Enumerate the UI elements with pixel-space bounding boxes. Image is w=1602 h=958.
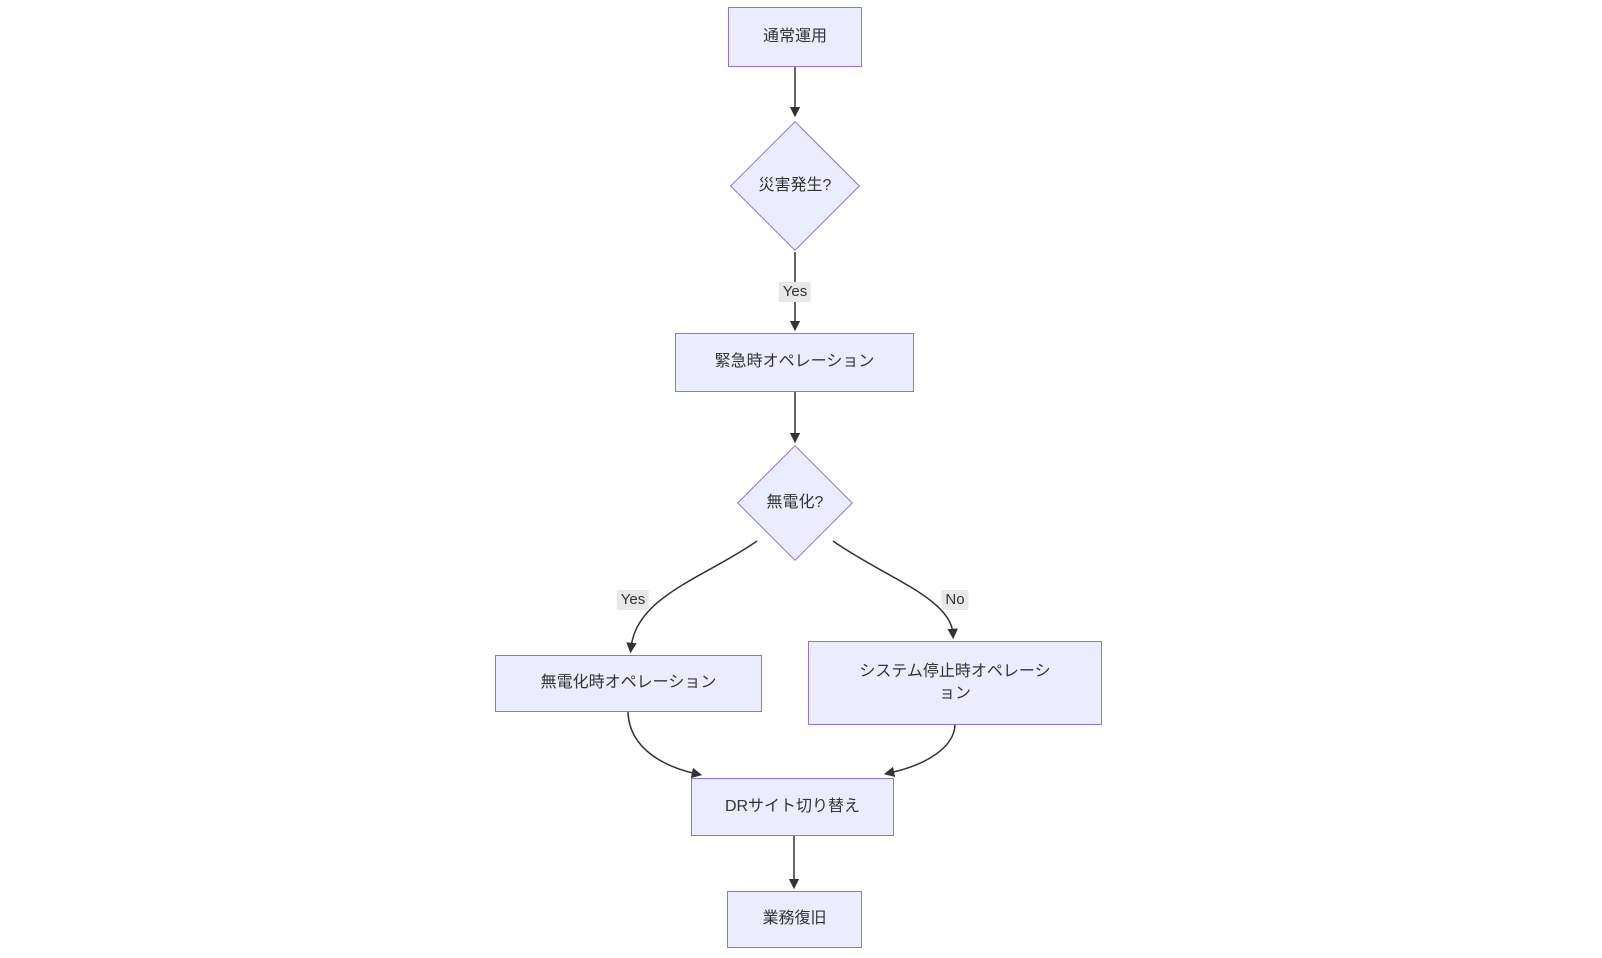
- node-nopower-operation: 無電化時オペレーション: [495, 655, 762, 712]
- node-business-recovery: 業務復旧: [727, 891, 862, 948]
- node-disaster-decision: 災害発生?: [729, 120, 861, 252]
- node-nopower-decision: 無電化?: [737, 445, 853, 561]
- edge-sysstop-ops-to-dr-switch: [883, 724, 956, 778]
- node-nopower-decision-label: 無電化?: [766, 493, 824, 511]
- node-normal-operation-label: 通常運用: [762, 27, 827, 45]
- node-emergency-operation-label: 緊急時オペレーション: [714, 353, 875, 371]
- node-nopower-operation-label: 無電化時オペレーション: [540, 674, 717, 692]
- node-emergency-operation: 緊急時オペレーション: [675, 333, 914, 392]
- node-normal-operation: 通常運用: [728, 7, 862, 67]
- node-system-stop-operation-label: システム停止時オペレーシ ョン: [859, 662, 1051, 702]
- edge-label-yes-disaster: Yes: [778, 282, 812, 302]
- edge-nopower-ops-to-dr-switch: [627, 711, 703, 779]
- node-disaster-decision-label: 災害発生?: [758, 176, 832, 194]
- node-system-stop-operation: システム停止時オペレーシ ョン: [808, 641, 1102, 725]
- node-dr-site-switch: DRサイト切り替え: [691, 778, 894, 836]
- edge-label-no-nopower: No: [941, 590, 969, 610]
- node-dr-site-switch-label: DRサイト切り替え: [724, 797, 861, 815]
- node-business-recovery-label: 業務復旧: [762, 910, 827, 928]
- edge-label-yes-nopower: Yes: [616, 590, 650, 610]
